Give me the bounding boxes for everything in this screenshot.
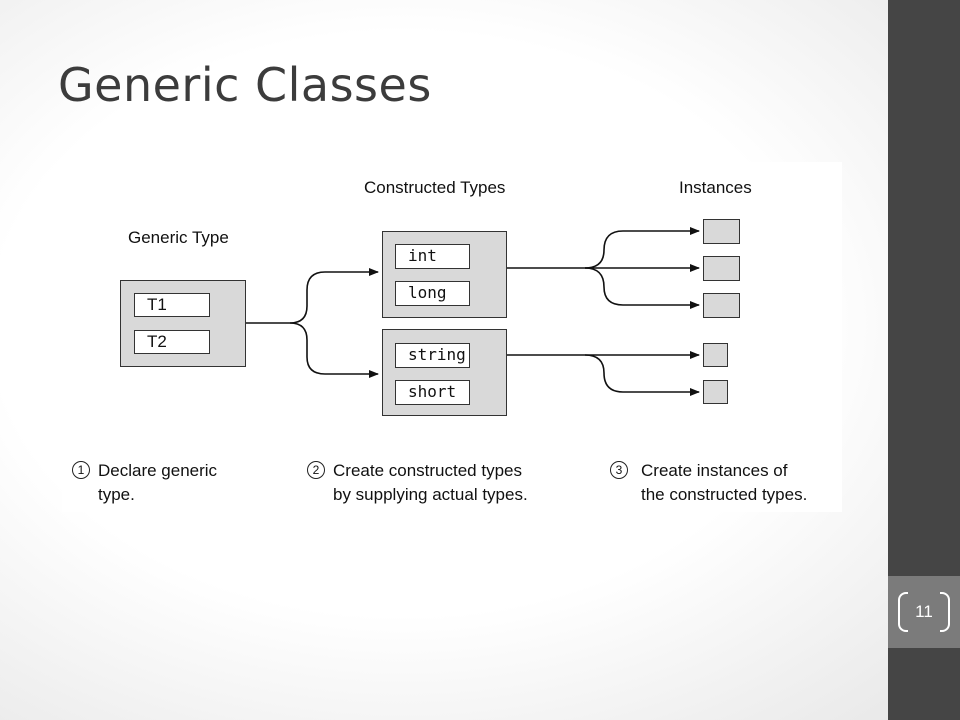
constructed-types-header: Constructed Types [364, 178, 506, 197]
constructed-type-box-2: string short [382, 329, 507, 416]
step-3-line-1: Create instances of [641, 461, 788, 480]
connector-to-string-short [289, 322, 379, 378]
step-number-1: 1 [72, 461, 90, 479]
generic-type-box: T1 T2 [120, 280, 246, 367]
instance-box [703, 219, 740, 244]
instances-header: Instances [679, 178, 752, 197]
page-number: 11 [915, 602, 933, 621]
step-1-line-2: type. [98, 485, 135, 504]
instance-box [703, 343, 728, 367]
generic-type-header: Generic Type [128, 228, 229, 247]
step-number-2: 2 [307, 461, 325, 479]
step-3-line-2: the constructed types. [641, 485, 808, 504]
connector-to-int-long [289, 268, 379, 324]
step-1-line-1: Declare generic [98, 461, 218, 480]
step-number-3: 3 [610, 461, 628, 479]
type-param-t2: T2 [134, 330, 210, 354]
type-arg-long: long [395, 281, 470, 306]
type-arg-string: string [395, 343, 470, 368]
connector-instance-5 [584, 354, 700, 396]
type-arg-int: int [395, 244, 470, 269]
instance-box [703, 256, 740, 281]
step-2-line-2: by supplying actual types. [333, 485, 528, 504]
instance-box [703, 293, 740, 318]
page-number-badge: 11 [888, 576, 960, 648]
instance-box [703, 380, 728, 404]
constructed-type-box-1: int long [382, 231, 507, 318]
step-2-line-1: Create constructed types [333, 461, 522, 480]
type-param-t1: T1 [134, 293, 210, 317]
connector-instance-3 [584, 267, 700, 309]
type-arg-short: short [395, 380, 470, 405]
bracket-frame [898, 592, 950, 632]
connector-instance-1 [584, 227, 700, 269]
slide-title: Generic Classes [58, 58, 432, 112]
